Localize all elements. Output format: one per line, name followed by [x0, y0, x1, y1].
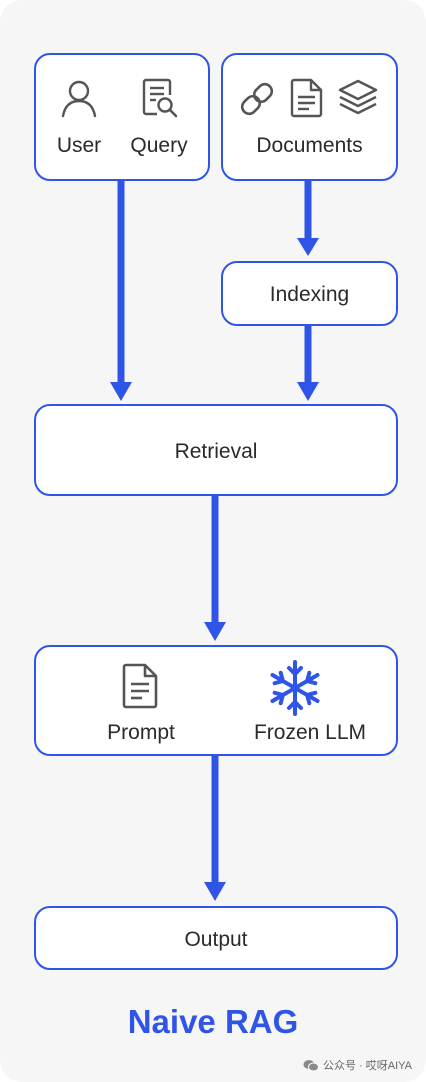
- output-box: Output: [34, 906, 398, 970]
- query-search-icon: [142, 78, 178, 118]
- user-label: User: [56, 134, 102, 157]
- document-icon: [290, 78, 323, 118]
- frozen-llm-label: Frozen LLM: [253, 721, 367, 744]
- output-label: Output: [184, 928, 248, 951]
- arrow-generation-to-output: [204, 756, 226, 901]
- indexing-box: Indexing: [221, 261, 398, 326]
- generation-box: Prompt Frozen LLM: [34, 645, 398, 756]
- retrieval-label: Retrieval: [174, 440, 258, 463]
- layers-icon: [338, 79, 378, 115]
- arrow-documents-to-indexing: [297, 181, 319, 256]
- arrow-retrieval-to-generation: [204, 496, 226, 641]
- snowflake-icon: [270, 660, 320, 716]
- wechat-icon: [303, 1059, 319, 1071]
- watermark: 公众号 · 哎呀AIYA: [303, 1057, 412, 1073]
- indexing-label: Indexing: [269, 283, 350, 306]
- arrow-indexing-to-retrieval: [297, 326, 319, 401]
- user-query-box: User Query: [34, 53, 210, 181]
- diagram-title: Naive RAG: [127, 1003, 299, 1040]
- user-icon: [61, 80, 97, 118]
- arrow-query-to-retrieval: [110, 181, 132, 401]
- prompt-document-icon: [122, 663, 158, 709]
- documents-box: Documents: [221, 53, 398, 181]
- query-label: Query: [130, 134, 188, 157]
- link-icon: [240, 82, 274, 116]
- retrieval-box: Retrieval: [34, 404, 398, 496]
- documents-label: Documents: [256, 134, 363, 157]
- watermark-text: 公众号 · 哎呀AIYA: [322, 1060, 412, 1072]
- prompt-label: Prompt: [107, 721, 175, 744]
